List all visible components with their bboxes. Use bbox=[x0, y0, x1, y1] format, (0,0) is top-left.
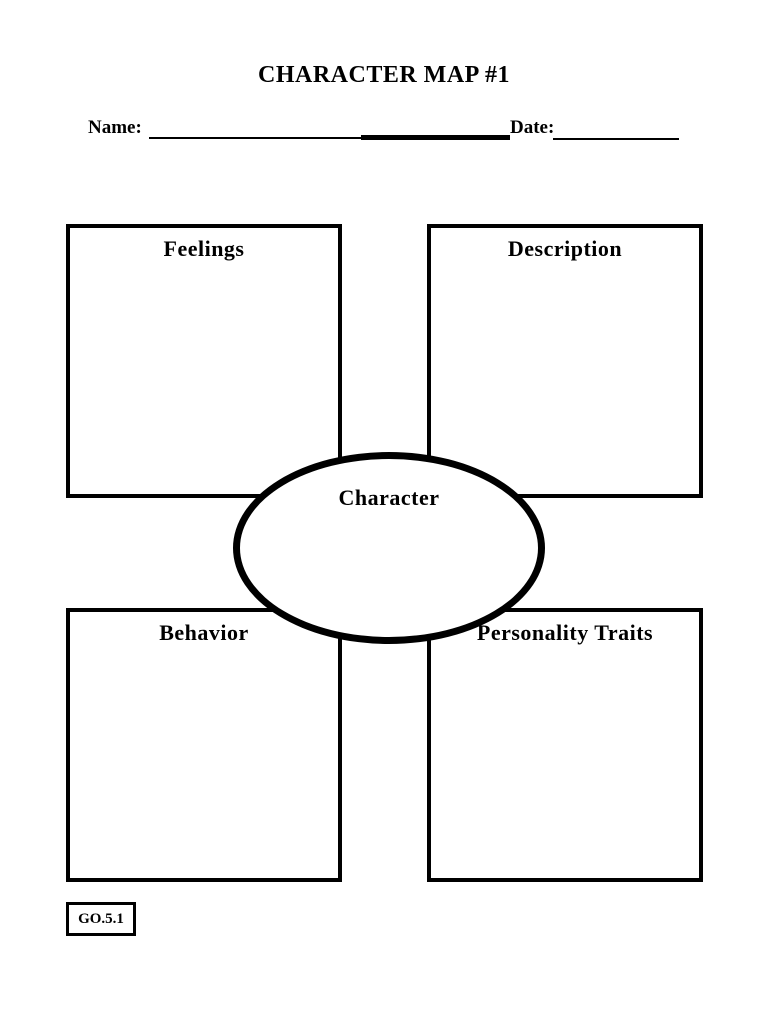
personality-traits-box: Personality Traits bbox=[427, 608, 703, 882]
name-blank-line bbox=[149, 137, 361, 139]
name-blank-line-thick bbox=[361, 135, 510, 140]
date-label: Date: bbox=[510, 117, 555, 138]
name-label: Name: bbox=[88, 117, 142, 138]
description-box-label: Description bbox=[507, 236, 623, 261]
character-oval-label: Character bbox=[338, 485, 440, 510]
feelings-box-label: Feelings bbox=[163, 236, 245, 261]
personality-traits-box-label: Personality Traits bbox=[476, 620, 654, 645]
description-box: Description bbox=[427, 224, 703, 498]
standard-code-text: GO.5.1 bbox=[78, 910, 124, 927]
date-blank-line bbox=[553, 138, 679, 140]
standard-code-badge: GO.5.1 bbox=[66, 902, 136, 936]
behavior-box-label: Behavior bbox=[159, 620, 249, 645]
character-oval: Character bbox=[233, 452, 545, 644]
feelings-box: Feelings bbox=[66, 224, 342, 498]
page-title: CHARACTER MAP #1 bbox=[258, 62, 510, 88]
behavior-box: Behavior bbox=[66, 608, 342, 882]
